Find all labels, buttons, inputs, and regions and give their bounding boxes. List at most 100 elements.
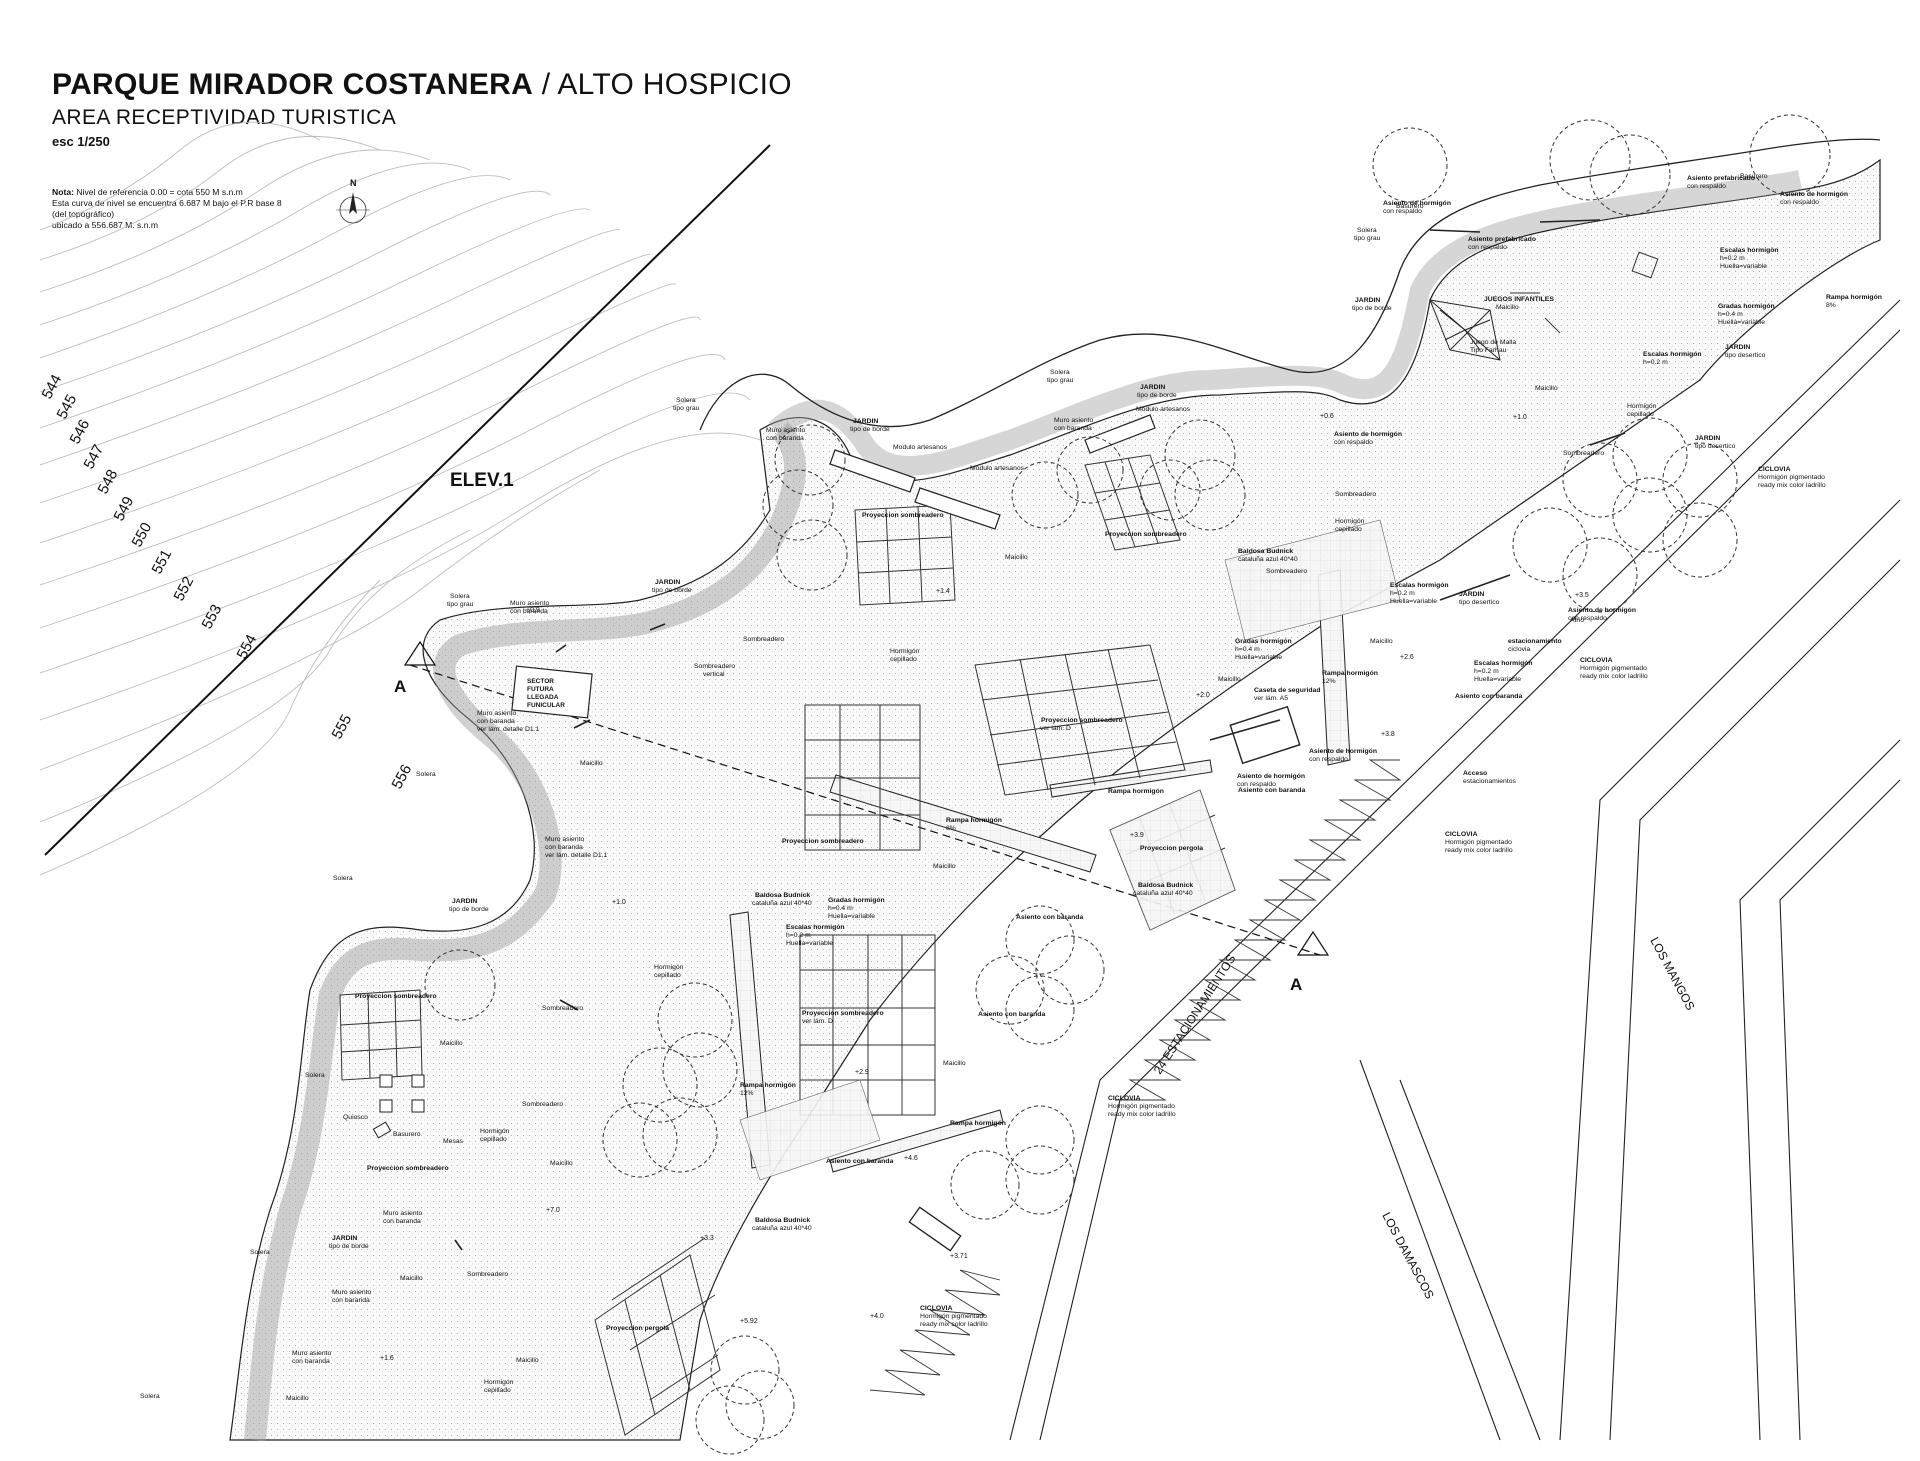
label-asiento-h-3: Asiento de hormigón [1334,431,1402,438]
label-acceso: Acceso [1463,770,1487,777]
label-modulo-3: Modulo artesanos [1136,406,1191,413]
label-baranda-6: con baranda [383,1218,421,1225]
label-gradas-h-2: h=0.4 m [1235,646,1260,653]
label-rampa-6: Rampa hormigón [1826,294,1882,301]
plan-annotations: JARDIN tipo de borde JARDIN tipo de bord… [140,173,1882,1402]
picnic-tables [372,1074,425,1139]
label-muro-3: Muro asiento [510,600,550,607]
note-line-3: (del topográfico) [52,209,115,219]
label-hormigon-1: Hormigón [890,648,920,655]
label-ciclovia-d2-2: ready mix color ladrillo [1580,673,1648,680]
label-gradas-h-1: h=0.4 m [828,905,853,912]
label-gradas-hv-2: Huella=variable [1235,654,1282,661]
contour-label: 547 [81,442,108,472]
reference-note: Nota: Nivel de referencia 0.00 = cota 55… [52,187,372,231]
label-gradas-hv-1: Huella=variable [828,913,875,920]
title-bold: PARQUE MIRADOR COSTANERA [52,68,534,101]
label-basurero-3: Basurero [393,1131,421,1138]
label-ciclovia-d2-5: ready mix color ladrillo [920,1321,988,1328]
label-juegos-maicillo: Maicillo [1496,304,1519,311]
label-ciclovia-2: CICLOVIA [1580,657,1613,664]
label-ciclovia-d1-1: Hormigón pigmentado [1758,474,1825,481]
level-marker: +0.9 [526,607,540,614]
label-baldosa-2: Baldosa Budnick [1138,882,1193,889]
label-tipo-borde-3: tipo de borde [1137,392,1177,399]
label-pergola-2: Proyeccion pergola [606,1325,669,1332]
label-modulo-2: Modulo artesanos [970,465,1025,472]
label-tipo-des-1: tipo desertico [1725,352,1766,359]
label-caseta-ver: ver lám. A5 [1254,695,1288,702]
label-ciclovia-5: CICLOVIA [920,1305,953,1312]
label-estac-ciclovia: estacionamiento [1508,638,1562,645]
funicular-line-1: SECTOR [527,678,554,685]
label-asiento-baranda-1: Asiento con baranda [1016,914,1083,921]
label-asiento-resp-4: con respaldo [1383,208,1422,215]
label-asiento-h-5: Asiento de hormigón [1780,191,1848,198]
contour-label: 551 [149,547,176,577]
label-maicillo-3: Maicillo [1370,638,1393,645]
label-sombreadero-4: Sombreadero [1266,568,1307,575]
level-marker: +2.6 [1400,654,1414,661]
label-detalle-5: ver lám. detalle D1.1 [545,852,608,859]
shade-grids [339,454,1236,1436]
upper-garden-strip [768,170,1802,476]
artisan-modules [829,414,1156,530]
label-maicillo-10: Maicillo [400,1275,423,1282]
label-escalas-h-1: h=0.2 m [786,932,811,939]
level-marker: +1.0 [1513,414,1527,421]
label-muro-8: Muro asiento [292,1350,332,1357]
label-escalas-2: Escalas hormigón [1390,582,1449,589]
contour-lines [39,121,761,876]
label-escalas-h-3: h=0.2 m [1474,668,1499,675]
section-marker-left: A [394,677,406,696]
label-baranda-3: con baranda [510,608,548,615]
security-booth [1229,705,1301,765]
label-asiento-baranda-4: Asiento con baranda [1238,787,1305,794]
label-proy-1: Proyeccion sombreadero [862,512,944,519]
contour-label: 550 [129,520,156,550]
label-cepillado-3: cepillado [1627,411,1654,418]
label-sombreadero-6: Sombreadero [542,1005,583,1012]
label-escalas-4: Escalas hormigón [1720,247,1779,254]
playground-net [1429,299,1501,361]
contour-label: 556 [389,762,416,792]
label-solera-8: Solera [250,1249,270,1256]
label-vertical-1: vertical [703,671,725,678]
elevation-label: ELEV.1 [450,470,514,491]
label-rampa-4: Rampa hormigón [950,1120,1006,1127]
label-quiosco: Quiosco [343,1114,368,1121]
label-gradas-3: Gradas hormigón [1718,303,1775,310]
label-tipo-borde-6: tipo de borde [329,1243,369,1250]
label-baldosa-4: Baldosa Budnick [755,1217,810,1224]
contour-label: 552 [171,574,198,604]
park-upper-boundary [699,138,1881,431]
label-jardin-5: JARDIN [452,898,477,905]
level-marker: +3.5 [1575,592,1589,599]
label-pergola-1: Proyeccion pergola [1140,845,1203,852]
label-escalas-h-2: h=0.2 m [1390,590,1415,597]
label-proy-3: Proyeccion sombreadero [1041,717,1123,724]
label-ciclovia-small: ciclovia [1508,646,1531,653]
label-muro-7: Muro asiento [332,1289,372,1296]
label-escalas-h-4: h=0.2 m [1720,255,1745,262]
label-jardin-des-3: JARDIN [1459,591,1484,598]
label-sombreadero-3: Sombreadero [1335,491,1376,498]
label-jardin-1: JARDIN [655,579,680,586]
level-marker: +0.6 [1320,413,1334,420]
label-rampa-2: Rampa hormigón [1322,670,1378,677]
label-asiento-pref-1: Asiento prefabricado [1468,236,1536,243]
label-tipo-borde-1: tipo de borde [652,587,692,594]
label-solera-7: Solera [305,1072,325,1079]
level-marker: +3.9 [1130,832,1144,839]
label-asiento-h-2: Asiento de hormigón [1237,773,1305,780]
label-escalas-hv-2: Huella=variable [1390,598,1437,605]
label-cepillado-4: cepillado [654,972,681,979]
page-title: PARQUE MIRADOR COSTANERA / ALTO HOSPICIO [52,68,792,102]
street-los-damascos: LOS DAMASCOS [1379,1210,1436,1301]
play-equipment [1510,251,1659,334]
label-detalle-4: ver lám. detalle D1.1 [477,726,540,733]
label-muro-5: Muro asiento [545,836,585,843]
label-tipo-grau-1: tipo grau [673,405,700,412]
funicular-line-4: FUNICULAR [527,702,565,709]
